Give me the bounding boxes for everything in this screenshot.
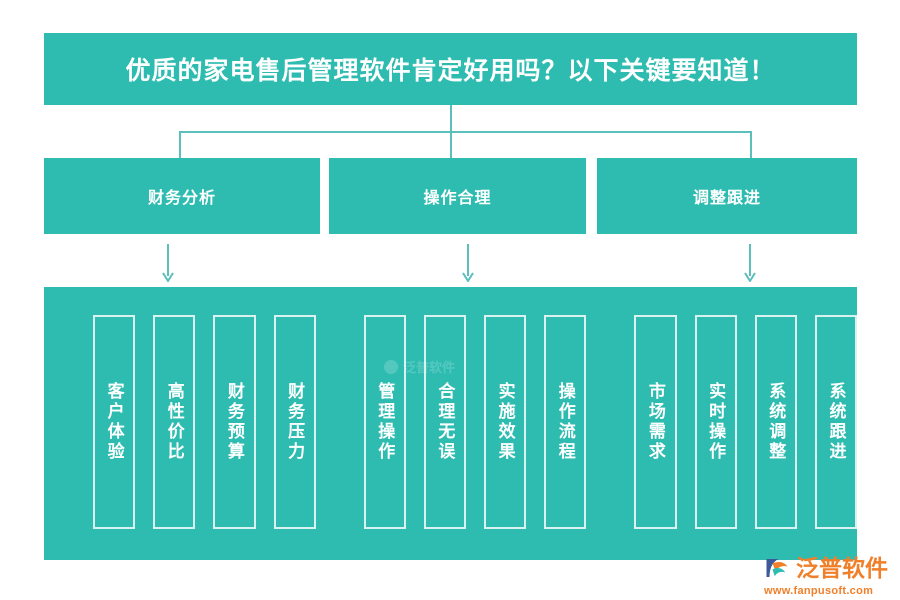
leaf-label: 客户体验 xyxy=(104,382,124,462)
down-arrow-icon-3 xyxy=(744,244,756,282)
leaf-box[interactable]: 合理无误 xyxy=(423,315,467,529)
leaf-box[interactable]: 客户体验 xyxy=(93,315,136,529)
leaf-label: 市场需求 xyxy=(645,382,665,462)
leaf-label: 财务压力 xyxy=(285,382,305,462)
chart-title: 优质的家电售后管理软件肯定好用吗？以下关键要知道！ xyxy=(125,57,776,85)
branch-box-3[interactable]: 调整跟进 xyxy=(597,158,857,234)
connector-drop-branch-2 xyxy=(450,131,452,158)
brand-logo-row: 泛普软件 xyxy=(762,553,888,583)
brand-logo-name: 泛普软件 xyxy=(796,554,888,581)
branch-box-3-label: 调整跟进 xyxy=(692,190,761,207)
branch-box-1[interactable]: 财务分析 xyxy=(44,158,320,234)
connector-horizontal-bar xyxy=(179,131,752,133)
leaf-group-3: 市场需求 实时操作 系统调整 系统跟进 xyxy=(634,315,858,529)
leaf-box[interactable]: 高性价比 xyxy=(153,315,196,529)
connector-drop-branch-3 xyxy=(750,131,752,158)
leaf-label: 合理无误 xyxy=(435,382,455,462)
leaf-box[interactable]: 系统跟进 xyxy=(814,315,858,529)
branch-box-2[interactable]: 操作合理 xyxy=(329,158,586,234)
leaf-box[interactable]: 财务压力 xyxy=(273,315,316,529)
leaf-label: 操作流程 xyxy=(555,382,575,462)
down-arrow-icon-2 xyxy=(462,244,474,282)
leaf-panel: 泛普软件 客户体验 高性价比 财务预算 财务压力 管理操作 xyxy=(44,287,858,560)
leaf-group-2: 管理操作 合理无误 实施效果 操作流程 xyxy=(363,315,587,529)
leaf-box[interactable]: 系统调整 xyxy=(754,315,797,529)
leaf-box[interactable]: 实施效果 xyxy=(484,315,527,529)
down-arrow-icon-1 xyxy=(162,244,174,282)
leaf-group-1: 客户体验 高性价比 财务预算 财务压力 xyxy=(93,315,316,529)
branch-box-2-label: 操作合理 xyxy=(423,190,492,207)
leaf-box[interactable]: 管理操作 xyxy=(363,315,406,529)
leaf-label: 系统跟进 xyxy=(826,382,846,462)
leaf-box[interactable]: 实时操作 xyxy=(694,315,737,529)
leaf-box[interactable]: 操作流程 xyxy=(544,315,587,529)
leaf-label: 管理操作 xyxy=(375,382,395,462)
brand-logo: 泛普软件 www.fanpusoft.com xyxy=(762,553,888,597)
leaf-label: 实时操作 xyxy=(706,382,726,462)
connector-drop-branch-1 xyxy=(179,131,181,158)
leaf-label: 高性价比 xyxy=(164,382,184,462)
chart-title-bar: 优质的家电售后管理软件肯定好用吗？以下关键要知道！ xyxy=(44,33,857,105)
brand-logo-url: www.fanpusoft.com xyxy=(764,585,874,597)
leaf-label: 实施效果 xyxy=(495,382,515,462)
leaf-groups: 客户体验 高性价比 财务预算 财务压力 管理操作 合理无误 xyxy=(93,315,858,529)
leaf-label: 系统调整 xyxy=(766,382,786,462)
branch-box-1-label: 财务分析 xyxy=(147,190,216,207)
leaf-box[interactable]: 财务预算 xyxy=(213,315,256,529)
connector-stem xyxy=(450,105,452,132)
leaf-label: 财务预算 xyxy=(224,382,244,462)
fanpu-logo-icon xyxy=(766,559,788,577)
leaf-box[interactable]: 市场需求 xyxy=(634,315,677,529)
